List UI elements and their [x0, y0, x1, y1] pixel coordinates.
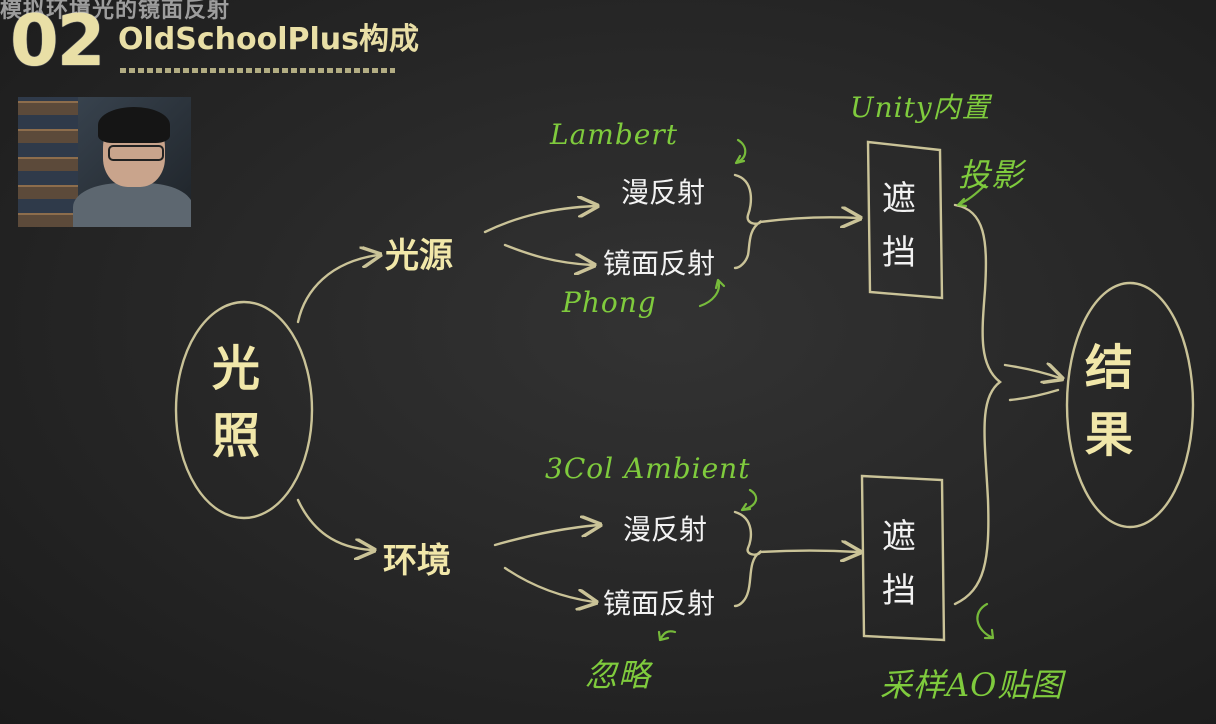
result-brace [953, 203, 1002, 606]
lighting-char-1: 光 [212, 341, 261, 397]
ignore-note: 忽略 [585, 656, 652, 694]
lighting-label: 光 照 [212, 336, 260, 470]
occlusion-box-bottom [860, 474, 946, 642]
bottom-specular-label: 镜面反射 [603, 587, 716, 620]
presenter-hair [98, 107, 170, 143]
ignore-hook [657, 630, 677, 642]
environment-label: 环境 [383, 541, 451, 581]
result-label: 结 果 [1085, 335, 1133, 469]
ao-map-note: 采样AO贴图 [880, 666, 1064, 704]
webcam-presenter [18, 97, 191, 227]
occlusion-top-label: 遮 挡 [882, 172, 916, 281]
video-title: 模拟环境光的镜面反射 [0, 0, 231, 23]
light-source-label: 光源 [385, 236, 453, 276]
lighting-char-2: 照 [212, 408, 261, 465]
top-brace [733, 173, 762, 270]
bookshelf [18, 97, 78, 227]
arrow-bottom-occlusion [758, 551, 858, 553]
shadow-note: 投影 [958, 156, 1025, 194]
occlusion-top-char-1: 遮 [882, 179, 916, 219]
lighting-ellipse [174, 300, 314, 520]
result-char-1: 结 [1085, 340, 1134, 396]
presenter-glasses [108, 145, 164, 161]
phong-note: Phong [562, 286, 657, 319]
bottom-diffuse-label: 漫反射 [623, 513, 708, 546]
result-ellipse [1065, 281, 1195, 529]
arrow-to-result [1003, 365, 1060, 378]
arrow-to-result-2 [1008, 388, 1060, 402]
ambient-note: 3Col Ambient [545, 452, 751, 485]
section-number: 02 [10, 0, 105, 82]
ambient-hook [740, 488, 758, 512]
top-specular-label: 镜面反射 [603, 247, 716, 280]
occlusion-box-top [866, 140, 944, 300]
arrow-to-light-source [296, 255, 378, 324]
top-diffuse-label: 漫反射 [621, 176, 706, 209]
arrow-bottom-diffuse [493, 525, 598, 547]
arrow-top-specular [503, 243, 592, 265]
presenter-body [73, 183, 191, 227]
unity-builtin-note: Unity内置 [850, 91, 991, 124]
arrow-top-occlusion [758, 217, 858, 222]
arrow-top-diffuse [483, 206, 595, 234]
shadow-hook [956, 183, 987, 208]
occlusion-top-char-2: 挡 [882, 233, 916, 274]
arrow-bottom-specular [503, 566, 594, 602]
slide-title: OldSchoolPlus构成 [118, 22, 419, 57]
occlusion-bottom-char-2: 挡 [882, 571, 916, 612]
bottom-brace [733, 510, 762, 608]
occlusion-bottom-label: 遮 挡 [882, 510, 916, 619]
title-underline [120, 68, 395, 73]
occlusion-bottom-char-1: 遮 [882, 517, 916, 557]
lambert-hook [734, 138, 747, 165]
lambert-note: Lambert [550, 118, 678, 151]
phong-hook [698, 278, 726, 308]
result-char-2: 果 [1085, 407, 1134, 464]
arrow-to-environment [296, 498, 372, 550]
ao-hook [976, 602, 995, 640]
